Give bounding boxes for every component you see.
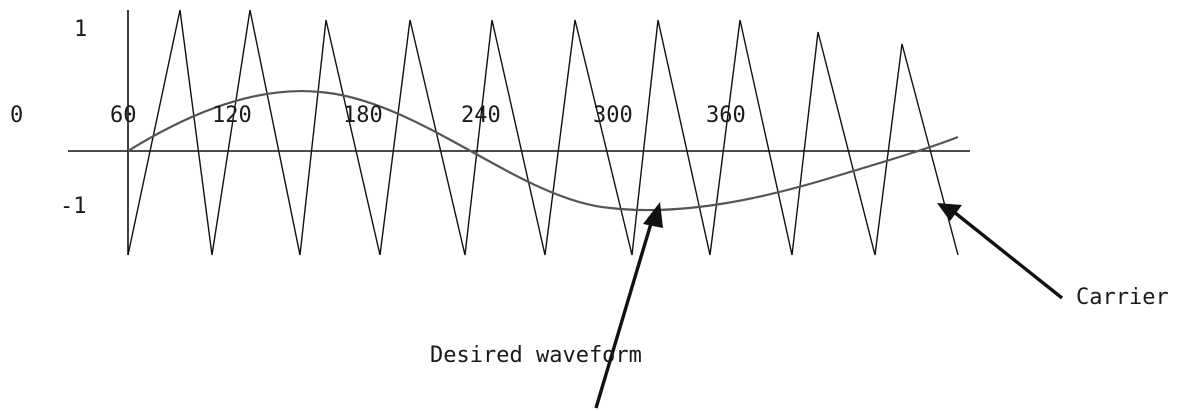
desired-waveform-arrow xyxy=(594,219,654,409)
carrier-wave xyxy=(127,9,959,256)
desired-waveform-arrowhead xyxy=(643,202,663,228)
tick-label-300: 300 xyxy=(593,103,633,128)
tick-label-360: 360 xyxy=(706,103,746,128)
tick-label-60: 60 xyxy=(110,103,137,128)
carrier-label: Carrier xyxy=(1076,285,1169,310)
carrier-arrow xyxy=(952,210,1064,300)
desired-wave xyxy=(127,90,959,212)
desired-waveform-label: Desired waveform xyxy=(430,343,642,368)
tick-label-180: 180 xyxy=(343,103,383,128)
tick-label-240: 240 xyxy=(461,103,501,128)
carrier-arrowhead xyxy=(937,203,962,221)
tick-label-120: 120 xyxy=(212,103,252,128)
y-axis-label-top: 1 xyxy=(74,17,87,42)
origin-label: 0 xyxy=(10,103,23,128)
y-axis-label-bottom: -1 xyxy=(60,194,87,219)
